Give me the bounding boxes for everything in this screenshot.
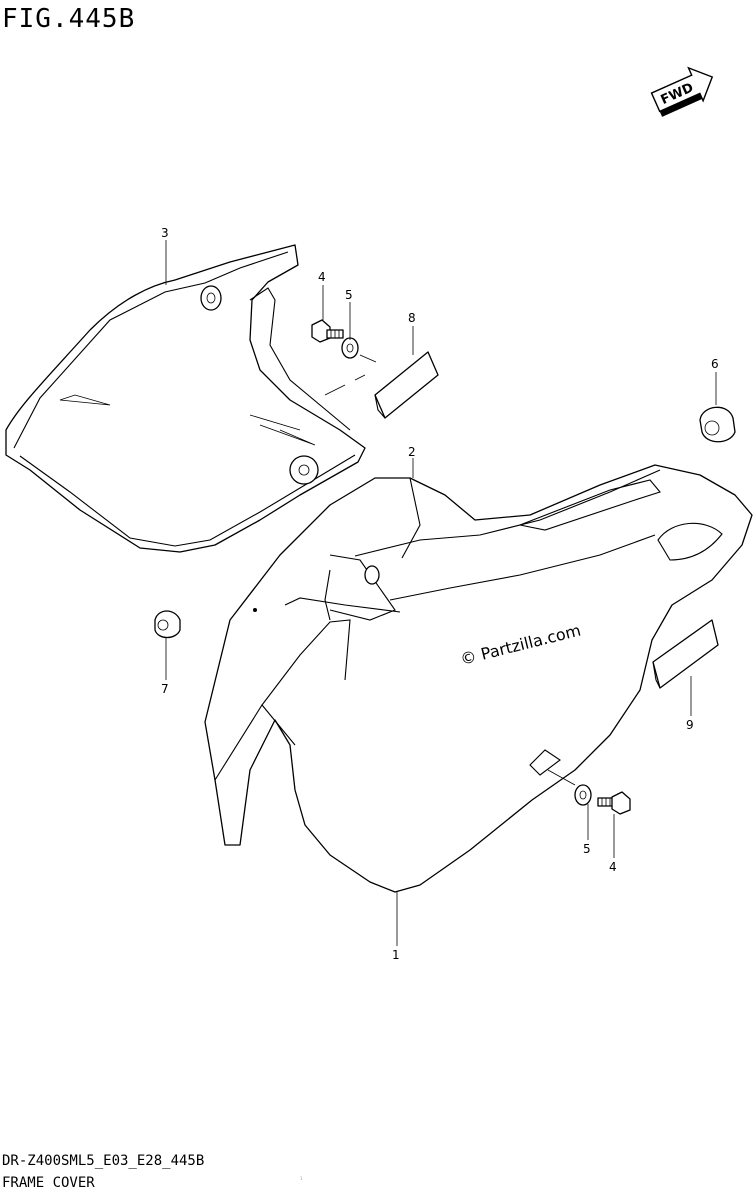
callout-1: 1 <box>392 948 400 962</box>
part-5-washer-lower <box>547 769 592 806</box>
callout-9: 9 <box>686 718 694 732</box>
part-5-washer-upper <box>324 337 377 396</box>
figure-name: FRAME COVER <box>2 1175 95 1191</box>
callout-8: 8 <box>408 311 416 325</box>
part-6-grommet <box>699 406 736 443</box>
callout-4-upper: 4 <box>318 270 326 284</box>
callout-3: 3 <box>161 226 169 240</box>
part-3-cover <box>5 244 366 553</box>
callout-leaders <box>165 240 717 946</box>
callout-6: 6 <box>711 357 719 371</box>
callout-5-upper: 5 <box>345 288 353 302</box>
fine-print: 1 <box>300 1176 303 1181</box>
callout-4-lower: 4 <box>609 860 617 874</box>
fwd-arrow-icon: FWD <box>650 66 714 117</box>
part-1-frame-cover <box>204 464 753 893</box>
part-9-pad <box>652 619 719 689</box>
callout-2: 2 <box>408 445 416 459</box>
part-7-grommet <box>154 610 181 639</box>
figure-title: FIG.445B <box>2 4 136 34</box>
part-4-bolt-upper <box>311 319 344 343</box>
callout-5-lower: 5 <box>583 842 591 856</box>
figure-code: DR-Z400SML5_E03_E28_445B <box>2 1153 205 1169</box>
part-4-bolt-lower <box>597 791 631 815</box>
callout-7: 7 <box>161 682 169 696</box>
part-8-pad <box>374 351 439 419</box>
